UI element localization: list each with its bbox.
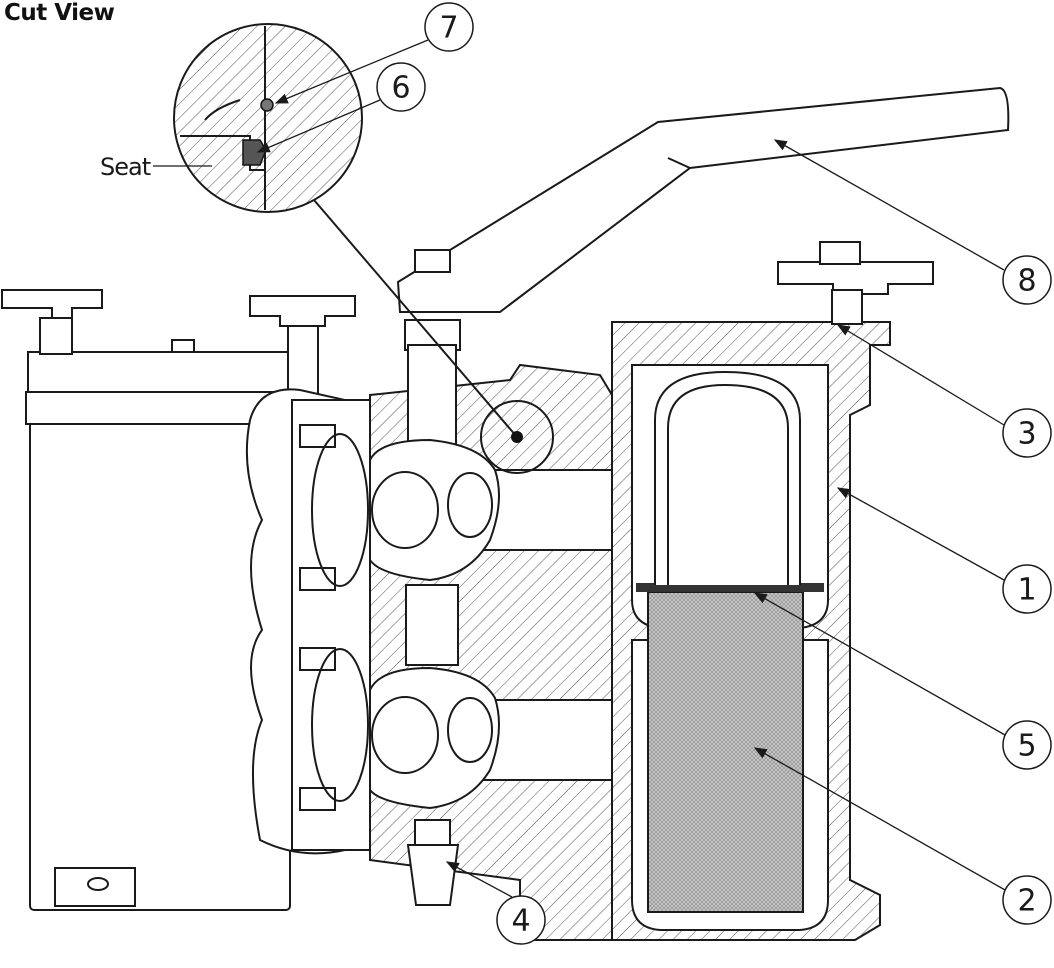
valve-handle [396, 86, 1010, 313]
right-strainer-housing [611, 241, 934, 941]
valve-stem [404, 319, 461, 906]
flange-plate [245, 388, 373, 855]
svg-text:5: 5 [1017, 729, 1036, 764]
svg-text:6: 6 [391, 71, 410, 106]
callout-7: 7 [424, 2, 474, 52]
seat-detail-magnifier [173, 23, 554, 474]
svg-text:1: 1 [1017, 573, 1036, 608]
diagram-title: Cut View [4, 0, 115, 26]
callout-6: 6 [376, 62, 426, 112]
bolts [299, 424, 336, 811]
callout-5: 5 [1002, 720, 1052, 770]
svg-text:2: 2 [1017, 884, 1036, 919]
svg-text:3: 3 [1017, 417, 1036, 452]
callout-2: 2 [1002, 875, 1052, 925]
svg-text:7: 7 [439, 11, 458, 46]
leader-lines [256, 39, 1006, 898]
basket-seal [636, 583, 824, 592]
callout-8: 8 [1002, 255, 1052, 305]
callout-4: 4 [496, 895, 546, 945]
seat-label: Seat [100, 153, 151, 181]
svg-text:8: 8 [1017, 264, 1036, 299]
filter-mesh-basket [647, 591, 804, 913]
callout-1: 1 [1002, 564, 1052, 614]
callout-3: 3 [1002, 408, 1052, 458]
svg-text:4: 4 [511, 904, 530, 939]
